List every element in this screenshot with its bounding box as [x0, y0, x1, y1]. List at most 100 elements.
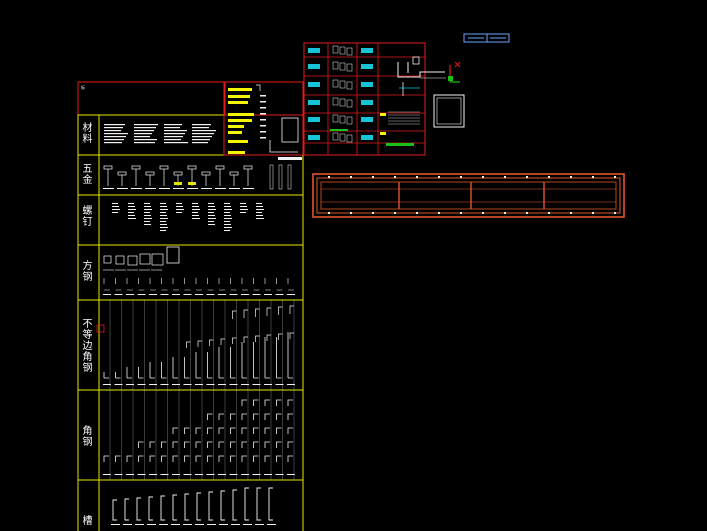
angle-steel-section [207, 427, 213, 434]
screw-spec [160, 212, 166, 213]
angle-steel-section [161, 441, 167, 448]
section-caption [126, 474, 134, 475]
screw-spec [144, 203, 150, 204]
beam-bolt-mark [350, 176, 352, 178]
note-detail-drawing [256, 84, 302, 160]
unequal-angle-section [289, 332, 294, 339]
angle-steel-section [172, 427, 178, 434]
beam-bolt-mark [570, 176, 572, 178]
material-spec-line [134, 127, 156, 129]
square-tube-section [151, 253, 164, 266]
material-spec-line [192, 127, 209, 129]
angle-steel-section [287, 441, 293, 448]
beam-bolt-mark [438, 212, 440, 214]
material-spec-line [134, 136, 150, 138]
sheet-part [332, 114, 339, 123]
note-detail-line [260, 125, 266, 127]
unequal-angle-section [220, 338, 225, 345]
beam-bolt-mark [394, 176, 396, 178]
angle-steel-section [218, 413, 224, 420]
section-caption [229, 294, 238, 295]
sheet-cyan-tag [361, 117, 373, 122]
unequal-angle-section [184, 357, 190, 379]
viewport-box-icon[interactable] [463, 33, 510, 43]
screw-spec [128, 212, 134, 213]
screw-spec [144, 218, 152, 219]
angle-steel-section [230, 455, 236, 462]
catalog-contents [96, 124, 295, 525]
row-label-unequal-angle-steel: 不等边角钢 [80, 318, 91, 373]
unequal-angle-section [232, 310, 237, 319]
screw-spec [160, 206, 167, 207]
section-caption [172, 384, 180, 385]
material-spec-line [164, 136, 183, 138]
screw-spec [224, 212, 230, 213]
screw-spec [192, 215, 199, 216]
angle-steel-section [138, 441, 144, 448]
sheet-part [339, 80, 346, 89]
section-caption [267, 524, 276, 525]
row-label-screws: 螺钉 [80, 205, 91, 227]
sheet-part [346, 81, 353, 90]
square-steel-mark [149, 278, 156, 291]
note-line [228, 119, 252, 122]
sheet-cyan-tag [308, 100, 320, 105]
section-caption [195, 524, 204, 525]
unequal-angle-section [218, 347, 224, 379]
section-caption [206, 384, 215, 385]
note-line [228, 101, 248, 104]
note-line [228, 131, 242, 134]
unequal-angle-section [243, 309, 248, 318]
square-steel-mark [264, 278, 271, 291]
angle-steel-section [230, 441, 236, 448]
note-detail-line [260, 119, 266, 121]
screw-spec [192, 203, 198, 204]
section-caption [275, 474, 284, 475]
angle-steel-section [276, 455, 282, 462]
beam-bolt-mark [416, 176, 418, 178]
title-notes-block [223, 81, 304, 160]
channel-steel-section [268, 487, 273, 521]
beam-bolt-mark [482, 212, 484, 214]
screw-spec [144, 212, 150, 213]
screw-spec [112, 212, 118, 213]
screw-spec [208, 203, 214, 204]
material-spec-line [192, 133, 214, 135]
material-spec-line [192, 130, 216, 132]
screw-spec [224, 203, 230, 204]
hardware-caption [103, 188, 114, 189]
catalog-header-mark: 标 [81, 84, 85, 90]
sheet-part [339, 62, 346, 71]
section-caption [160, 474, 169, 475]
section-caption [183, 524, 192, 525]
screw-spec [128, 218, 136, 219]
angle-steel-section [184, 441, 190, 448]
unequal-angle-section [278, 333, 283, 340]
beam-bolt-mark [570, 212, 572, 214]
section-caption [149, 474, 157, 475]
sheet-cyan-tag [308, 64, 320, 69]
angle-steel-section [184, 455, 190, 462]
hardware-caption [117, 188, 128, 189]
section-caption [147, 524, 156, 525]
section-caption [275, 384, 284, 385]
unequal-angle-section [138, 367, 144, 379]
angle-steel-section [161, 455, 167, 462]
note-line [228, 95, 250, 98]
detail-sheet-rows [304, 56, 425, 144]
hardware-caption [201, 188, 212, 189]
angle-steel-section [138, 455, 144, 462]
section-caption [160, 294, 169, 295]
screw-spec [224, 230, 230, 231]
screw-spec [144, 221, 150, 222]
ucs-axis-icon[interactable] [448, 61, 461, 83]
material-spec-line [164, 127, 180, 129]
sheet-part [346, 134, 353, 143]
section-caption [195, 474, 203, 475]
square-steel-mark [287, 278, 294, 291]
screw-spec [208, 209, 216, 210]
beam-bolt-mark [372, 212, 374, 214]
section-caption [172, 474, 180, 475]
